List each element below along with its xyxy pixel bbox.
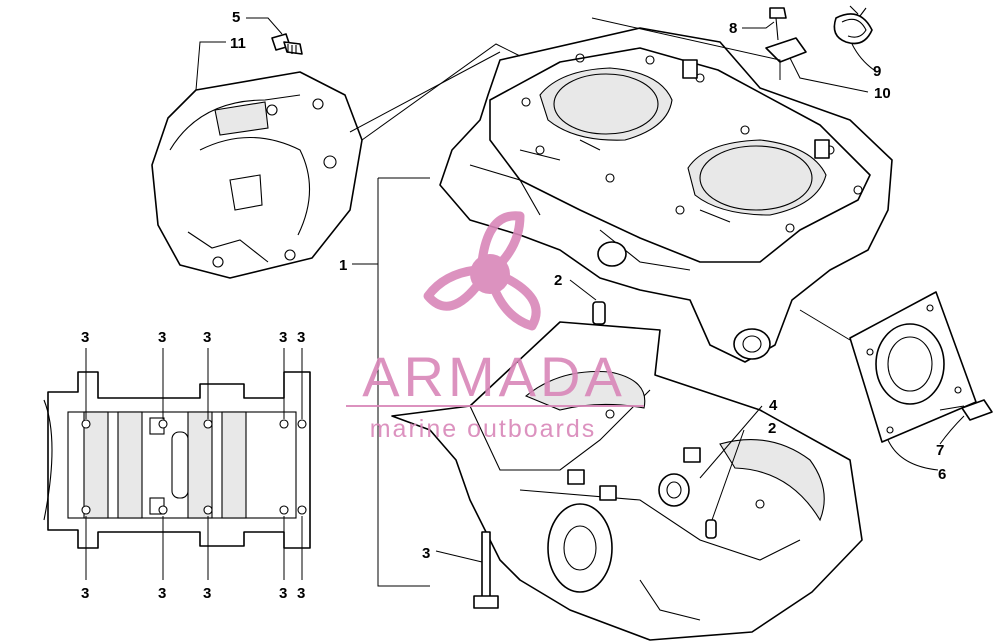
callout-11: 11 — [230, 35, 246, 52]
pattern-callout-top: 3 — [158, 329, 166, 346]
pattern-callout-bottom: 3 — [297, 585, 305, 602]
pattern-callout-top: 3 — [81, 329, 89, 346]
callout-4: 4 — [769, 397, 778, 414]
screw-part-8 — [769, 7, 787, 41]
lower-crankcase-part — [391, 321, 863, 641]
pattern-callout-top: 3 — [279, 329, 287, 346]
propeller-logo-icon — [423, 211, 541, 331]
clip-part-9 — [833, 5, 873, 45]
screw-part-5 — [271, 33, 303, 55]
bolt-hole — [203, 419, 213, 429]
pattern-callout-bottom: 3 — [158, 585, 166, 602]
bolt-hole — [158, 419, 168, 429]
callout-6: 6 — [938, 466, 946, 483]
pattern-callout-bottom: 3 — [203, 585, 211, 602]
bolt-part-7 — [939, 399, 993, 421]
leader-lines — [195, 17, 965, 587]
watermark-subtitle: marine outboards — [370, 415, 597, 443]
callout-2-lower: 2 — [768, 420, 776, 437]
part-callouts: 5 11 8 9 10 1 2 2 4 7 6 3 — [230, 9, 946, 562]
bushing-part-4 — [658, 473, 690, 507]
bolt-hole — [81, 419, 91, 429]
bracket-part-10 — [765, 37, 807, 63]
recoil-housing-part — [151, 71, 363, 279]
callout-9: 9 — [873, 63, 881, 80]
upper-crankcase-part — [439, 27, 893, 363]
pattern-callout-bottom: 3 — [81, 585, 89, 602]
bolt-hole-group — [81, 419, 307, 515]
dowel-pin-part-2-upper — [592, 301, 606, 325]
callout-3-bolt: 3 — [422, 545, 430, 562]
bolt-hole — [297, 419, 307, 429]
seal-plate-part — [849, 291, 977, 443]
callout-1: 1 — [339, 257, 347, 274]
pattern-callout-top: 3 — [203, 329, 211, 346]
bolt-hole — [158, 505, 168, 515]
pattern-callout-top: 3 — [297, 329, 305, 346]
callout-5: 5 — [232, 9, 240, 26]
watermark-title: ARMADA — [362, 345, 626, 408]
callout-2-upper: 2 — [554, 272, 562, 289]
callout-8: 8 — [729, 20, 737, 37]
armada-watermark: ARMADA marine outboards — [346, 211, 644, 443]
bolt-hole — [279, 505, 289, 515]
bolt-hole — [203, 505, 213, 515]
bolt-hole — [297, 505, 307, 515]
bolt-hole — [279, 419, 289, 429]
bolt-hole — [81, 505, 91, 515]
long-bolt-part-3 — [473, 531, 499, 609]
pattern-leader-lines — [85, 348, 303, 580]
pattern-callout-bottom: 3 — [279, 585, 287, 602]
callout-7: 7 — [936, 442, 944, 459]
pattern-callouts-bottom: 3 3 3 3 3 — [81, 585, 305, 602]
callout-10: 10 — [874, 85, 891, 102]
pattern-callouts-top: 3 3 3 3 3 — [81, 329, 305, 346]
dowel-pin-part-2-lower — [705, 519, 717, 539]
bolt-pattern-view — [43, 371, 311, 549]
